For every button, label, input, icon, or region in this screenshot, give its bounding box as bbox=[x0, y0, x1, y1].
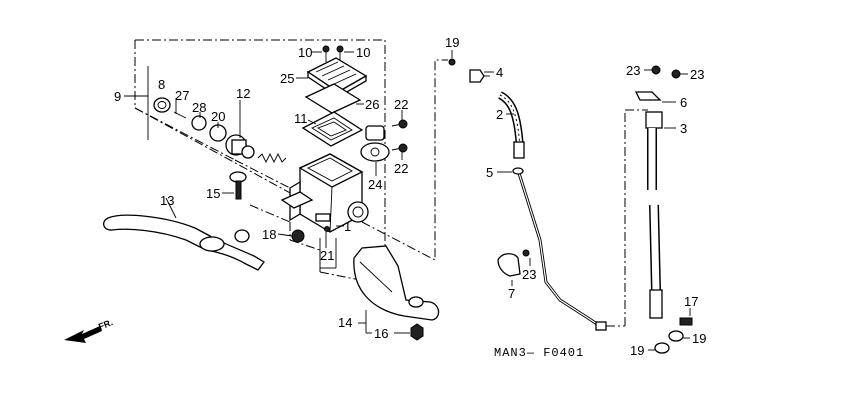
callout-11: 11 bbox=[294, 111, 308, 126]
callout-4: 4 bbox=[496, 65, 503, 80]
callout-leaders bbox=[165, 50, 691, 351]
callout-23c: 23 bbox=[690, 67, 704, 82]
callout-5: 5 bbox=[486, 165, 493, 180]
callout-23b: 23 bbox=[626, 63, 640, 78]
callout-20: 20 bbox=[211, 109, 225, 124]
callout-1: 1 bbox=[344, 219, 351, 234]
callout-9: 9 bbox=[114, 89, 121, 104]
front-direction-arrow-icon bbox=[64, 326, 102, 343]
callout-23a: 23 bbox=[522, 267, 536, 282]
reservoir-cap-stack bbox=[301, 45, 368, 147]
callout-6: 6 bbox=[680, 95, 687, 110]
master-cylinder-cover bbox=[353, 245, 440, 341]
upper-brake-hose bbox=[448, 58, 648, 331]
front-direction-label: FR. bbox=[97, 317, 114, 332]
callout-22b: 22 bbox=[394, 161, 408, 176]
callout-12: 12 bbox=[236, 86, 250, 101]
callout-16: 16 bbox=[374, 326, 388, 341]
callout-25: 25 bbox=[280, 71, 294, 86]
callout-26: 26 bbox=[365, 97, 379, 112]
callout-19a: 19 bbox=[445, 35, 459, 50]
callout-10a: 10 bbox=[298, 45, 312, 60]
callout-2: 2 bbox=[496, 107, 503, 122]
callout-7: 7 bbox=[508, 286, 515, 301]
callout-13: 13 bbox=[160, 193, 174, 208]
callout-15: 15 bbox=[206, 186, 220, 201]
lower-brake-hose bbox=[634, 65, 693, 354]
master-cylinder-body bbox=[280, 119, 408, 233]
callout-28: 28 bbox=[192, 100, 206, 115]
callout-19c: 19 bbox=[692, 331, 706, 346]
callout-8: 8 bbox=[158, 77, 165, 92]
diagram-code: MAN3— F0401 bbox=[494, 346, 584, 360]
callout-19b: 19 bbox=[630, 343, 644, 358]
brake-lever bbox=[103, 214, 305, 271]
callout-24: 24 bbox=[368, 177, 382, 192]
callout-21: 21 bbox=[320, 248, 334, 263]
callout-17: 17 bbox=[684, 294, 698, 309]
callout-labels: 10 10 25 26 11 9 8 27 28 20 12 15 13 18 … bbox=[114, 35, 706, 358]
callout-3: 3 bbox=[680, 121, 687, 136]
piston-assembly bbox=[153, 97, 287, 200]
front-direction-marker: FR. bbox=[64, 317, 114, 343]
callout-14: 14 bbox=[338, 315, 352, 330]
callout-18: 18 bbox=[262, 227, 276, 242]
callout-27: 27 bbox=[175, 88, 189, 103]
callout-10b: 10 bbox=[356, 45, 370, 60]
callout-22a: 22 bbox=[394, 97, 408, 112]
